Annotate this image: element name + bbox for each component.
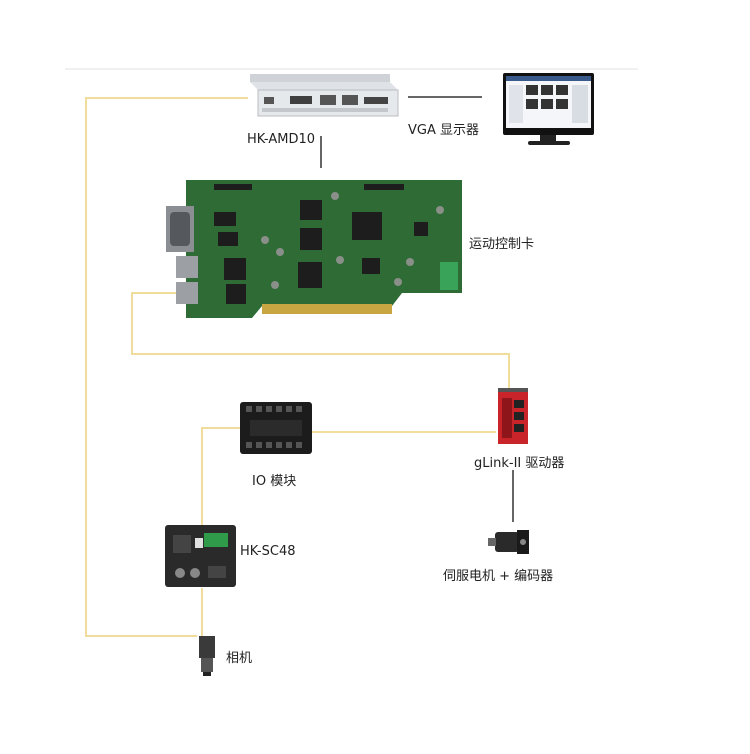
motion-control-card-icon bbox=[166, 180, 462, 318]
servo-label: 伺服电机 + 编码器 bbox=[443, 569, 554, 584]
camera-icon bbox=[199, 636, 215, 676]
signal-line-group bbox=[320, 96, 514, 522]
monitor-icon bbox=[503, 73, 594, 145]
servo-motor-icon bbox=[488, 530, 529, 554]
ipc-label: HK-AMD10 bbox=[247, 132, 316, 147]
io-module-icon bbox=[240, 402, 312, 454]
cable-group bbox=[85, 97, 510, 637]
industrial-pc-icon bbox=[250, 74, 399, 117]
card-driver-cable bbox=[131, 292, 510, 392]
driver-label: gLink-II 驱动器 bbox=[474, 456, 565, 471]
light-controller-label: HK-SC48 bbox=[240, 544, 296, 559]
light-controller-icon bbox=[165, 525, 236, 587]
camera-label: 相机 bbox=[226, 651, 253, 666]
monitor-label: VGA 显示器 bbox=[408, 123, 479, 138]
io-controller-cable bbox=[201, 427, 240, 526]
motion-card-label: 运动控制卡 bbox=[469, 237, 535, 252]
camera-cable bbox=[85, 97, 248, 637]
servo-driver-icon bbox=[498, 388, 528, 444]
io-module-label: IO 模块 bbox=[252, 474, 297, 489]
